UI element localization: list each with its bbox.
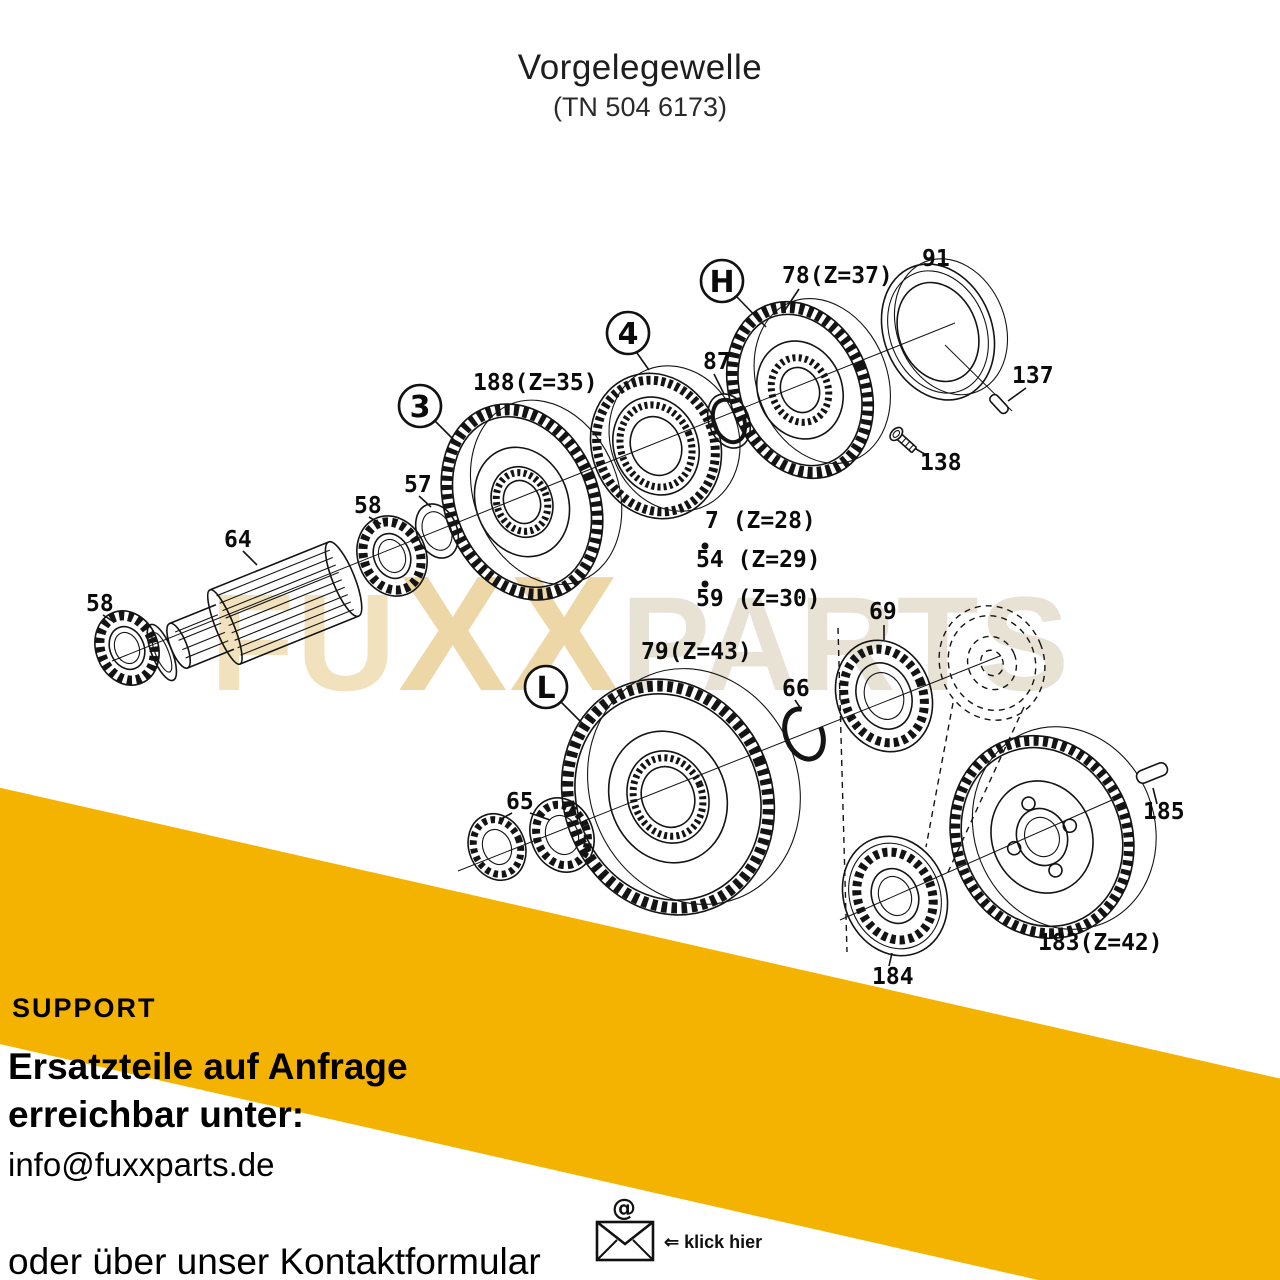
part-label-66: 66 [782,676,810,702]
part-label-54: 54 (Z=29) [696,547,821,573]
hidden-part-dashed [837,605,1046,953]
gear-188 [440,399,623,601]
support-heading: SUPPORT [12,993,157,1023]
bearing-58-left [94,610,160,686]
bearing-65-a [467,812,527,882]
part-label-64: 64 [224,527,252,553]
detent-dot-2 [701,580,709,588]
key-185 [1135,761,1169,785]
detent-dot-1 [701,542,709,550]
part-label-59: 59 (Z=30) [696,586,821,612]
part-label-184: 184 [872,964,914,990]
callout-H: H [699,258,767,328]
part-label-138: 138 [920,450,962,476]
support-line1: Ersatzteile auf Anfrage [8,1046,408,1087]
part-label-183: 183(Z=42) [1038,930,1163,956]
watermark-fu: FU [210,566,398,720]
ghost-gear [938,605,1046,721]
part-label-65: 65 [506,789,534,815]
contact-form-text: oder über unser Kontaktformular [8,1241,541,1280]
snap-ring-66 [782,706,826,762]
pin-137 [989,393,1009,415]
callout-4: 4 [605,310,651,371]
part-label-137: 137 [1012,363,1054,389]
svg-text:@: @ [612,1196,636,1222]
svg-text:H: H [709,265,734,300]
gear-79 [560,668,801,916]
svg-text:4: 4 [618,317,639,352]
part-label-78: 78(Z=37) [782,263,893,289]
callout-L: L [523,664,585,726]
part-label-79: 79(Z=43) [641,639,752,665]
bolt-138 [889,426,918,454]
support-email[interactable]: info@fuxxparts.de [8,1146,275,1183]
part-label-188: 188(Z=35) [473,370,598,396]
gear-183 [949,726,1157,940]
leader-lines [102,288,1158,967]
ring-91 [880,258,1009,401]
click-here-hint[interactable]: ⇐ klick hier [664,1232,763,1252]
shaft-64 [146,540,363,682]
part-label-87: 87 [703,349,731,375]
page-title: Vorgelegewelle [517,48,763,87]
part-label-57: 57 [404,472,432,498]
part-label-185: 185 [1143,799,1185,825]
svg-text:3: 3 [410,390,431,425]
header: Vorgelegewelle (TN 504 6173) [0,48,1280,123]
gear-78 [725,297,891,480]
svg-text:L: L [536,671,555,706]
callout-3: 3 [397,383,457,443]
part-label-91: 91 [922,246,950,272]
part-number: (TN 504 6173) [552,92,728,122]
support-line2: erreichbar unter: [8,1094,305,1135]
part-label-58a: 58 [354,493,382,519]
part-label-7: 7 (Z=28) [705,508,816,534]
part-label-69: 69 [869,599,897,625]
email-icon[interactable]: @ [590,1194,662,1271]
bearing-69 [834,639,934,753]
part-label-58b: 58 [86,591,114,617]
